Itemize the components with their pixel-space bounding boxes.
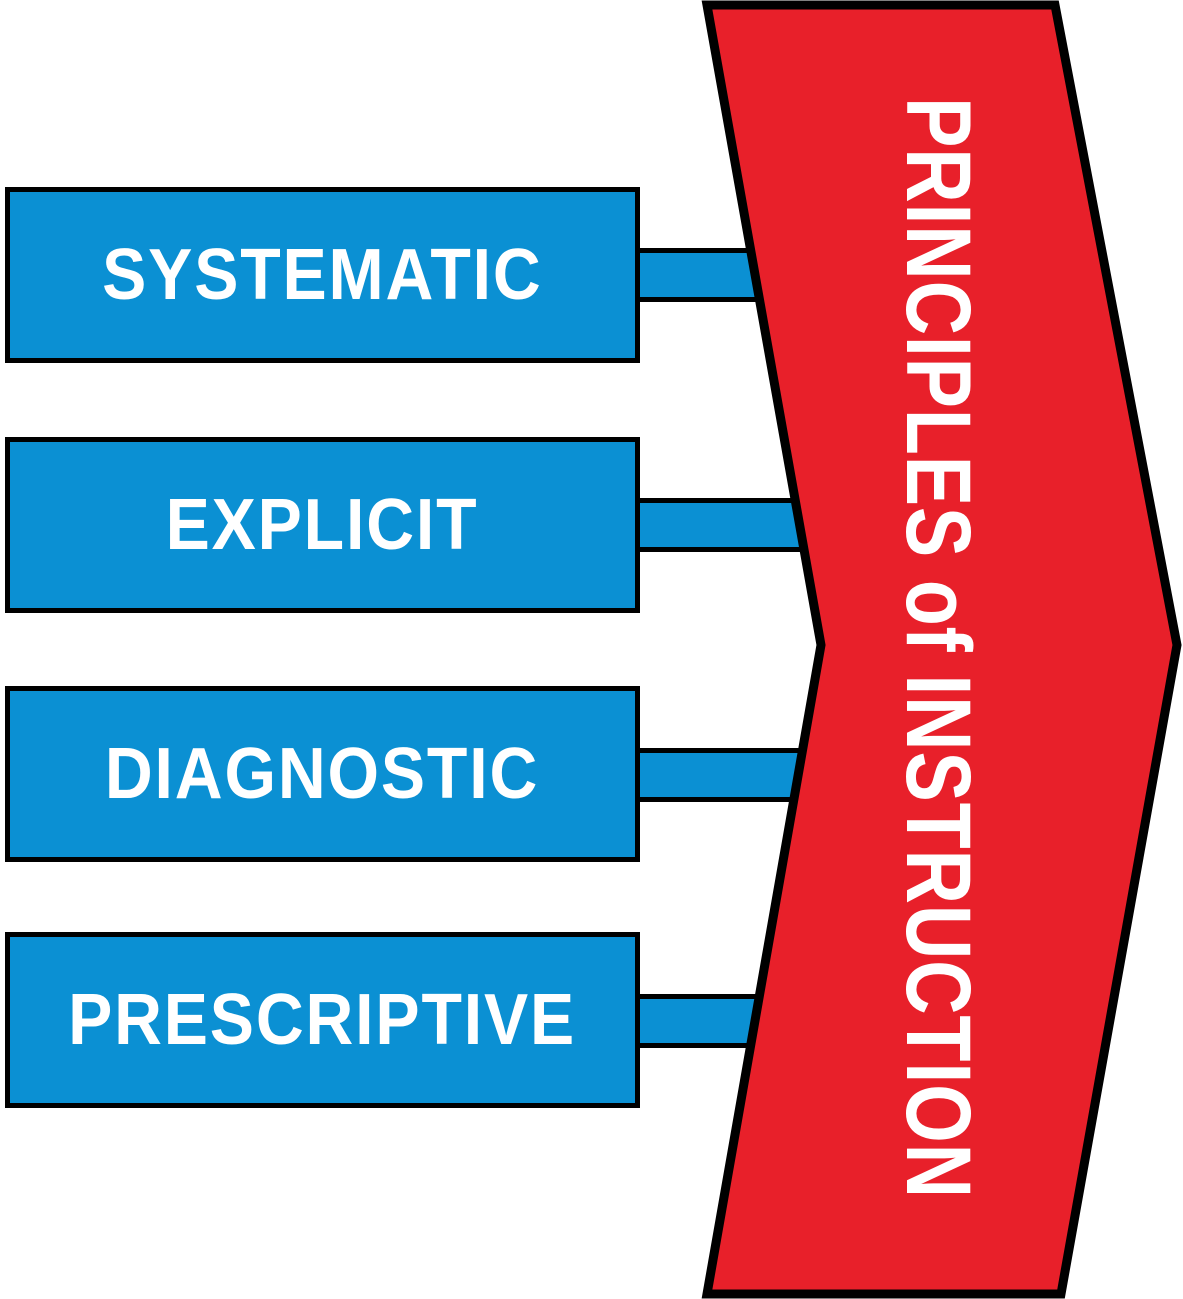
- box-systematic-label: SYSTEMATIC: [102, 235, 543, 315]
- box-prescriptive-label: PRESCRIPTIVE: [68, 980, 577, 1060]
- box-explicit: EXPLICIT: [5, 437, 640, 613]
- box-diagnostic: DIAGNOSTIC: [5, 686, 640, 862]
- banner-label: PRINCIPLES of INSTRUCTION: [887, 97, 989, 1199]
- box-diagnostic-label: DIAGNOSTIC: [105, 734, 540, 814]
- box-systematic: SYSTEMATIC: [5, 187, 640, 363]
- box-explicit-label: EXPLICIT: [166, 485, 479, 565]
- box-prescriptive: PRESCRIPTIVE: [5, 932, 640, 1108]
- banner-chevron-shape: [701, 0, 1182, 1299]
